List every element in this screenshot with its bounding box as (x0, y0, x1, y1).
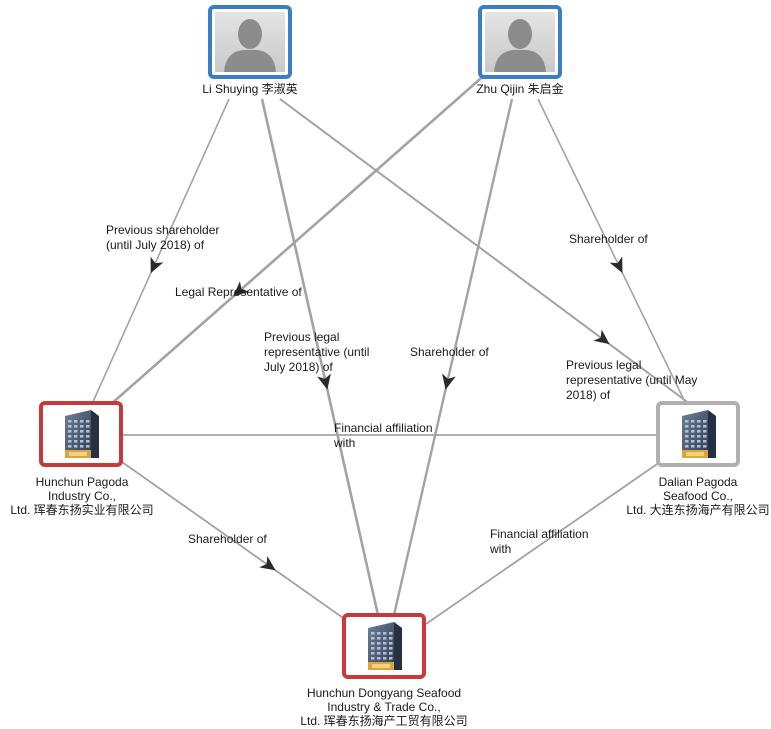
edge-dalian-dongyang-affiliation[interactable] (425, 461, 661, 625)
edge-line[interactable] (425, 461, 661, 625)
node-label-line: Ltd. 大连东扬海产有限公司 (626, 502, 769, 517)
arrowhead-icon (150, 256, 164, 274)
edge-label: Shareholder of (188, 532, 267, 546)
node-label: Li Shuying 李淑英 (202, 81, 297, 96)
arrowhead-icon (317, 373, 331, 390)
edge-label-line: Financial affiliation (490, 527, 589, 541)
arrowhead-icon (609, 256, 623, 274)
edge-zq-legal-rep[interactable] (109, 71, 489, 406)
edge-label-line: with (333, 436, 355, 450)
edge-label-line: (until July 2018) of (106, 238, 205, 252)
edge-layer: Previous shareholder(until July 2018) of… (91, 71, 697, 625)
node-label-line: Ltd. 珲春东扬实业有限公司 (10, 502, 153, 517)
edge-label-line: Previous shareholder (106, 223, 219, 237)
node-label-line: Zhu Qijin 朱启金 (476, 81, 563, 96)
edge-line[interactable] (121, 461, 347, 621)
node-li-shuying[interactable]: Li Shuying 李淑英 (202, 5, 298, 96)
edge-ls-prev-legal-rep-dongyang[interactable] (260, 98, 380, 616)
node-label-line: Industry Co., (48, 489, 116, 503)
edge-label: Shareholder of (410, 345, 489, 359)
edge-label-line: Financial affiliation (334, 421, 433, 435)
node-label-line: Industry & Trade Co., (327, 700, 440, 714)
edge-line[interactable] (392, 98, 514, 616)
node-label-line: Hunchun Dongyang Seafood (307, 686, 461, 700)
edge-zq-shareholder-dongyang[interactable] (392, 98, 514, 616)
edge-label-line: representative (until (264, 345, 369, 359)
person-silhouette-icon (494, 19, 546, 72)
office-building-icon (65, 410, 99, 458)
edge-line[interactable] (109, 71, 489, 406)
node-label-line: Dalian Pagoda (659, 475, 738, 489)
edge-line[interactable] (537, 98, 687, 405)
office-building-icon (682, 410, 716, 458)
node-label-line: Ltd. 珲春东扬海产工贸有限公司 (300, 713, 467, 728)
edge-label-line: Shareholder of (569, 232, 648, 246)
edge-line[interactable] (260, 98, 380, 616)
edge-label-line: July 2018) of (264, 360, 333, 374)
node-label-line: Li Shuying 李淑英 (202, 81, 297, 96)
node-label: Zhu Qijin 朱启金 (476, 81, 563, 96)
arrowhead-icon (259, 555, 276, 571)
person-silhouette-icon (224, 19, 276, 72)
edge-label-line: Previous legal (264, 330, 339, 344)
edge-label-line: Shareholder of (188, 532, 267, 546)
edge-label-line: representative (until May (566, 373, 697, 387)
edge-line[interactable] (91, 98, 230, 405)
node-label-line: Seafood Co., (663, 489, 733, 503)
office-building-icon (368, 622, 402, 670)
arrowhead-icon (593, 329, 610, 345)
edge-zq-shareholder-dalian[interactable] (537, 98, 687, 405)
node-zhu-qijin[interactable]: Zhu Qijin 朱启金 (476, 5, 564, 96)
arrowhead-icon (233, 281, 250, 297)
edge-label-line: Legal Representative of (175, 285, 302, 299)
edge-ls-prev-shareholder[interactable] (91, 98, 230, 405)
edge-ls-prev-legal-rep-dalian[interactable] (279, 98, 691, 405)
edge-label-line: Shareholder of (410, 345, 489, 359)
node-label-line: Hunchun Pagoda (36, 475, 129, 489)
edge-label: Previous shareholder(until July 2018) of (106, 223, 219, 252)
edge-label-line: with (489, 542, 511, 556)
edge-pagoda-shareholder-dongyang[interactable] (121, 461, 347, 621)
edge-label-line: 2018) of (566, 388, 611, 402)
node-layer: Li Shuying 李淑英 Zhu Qijin 朱启金 Hunchun Pagod… (10, 5, 770, 728)
arrowhead-icon (442, 373, 456, 390)
edge-label: Shareholder of (569, 232, 648, 246)
edge-line[interactable] (279, 98, 691, 405)
edge-label-line: Previous legal (566, 358, 641, 372)
edge-label: Legal Representative of (175, 285, 302, 299)
